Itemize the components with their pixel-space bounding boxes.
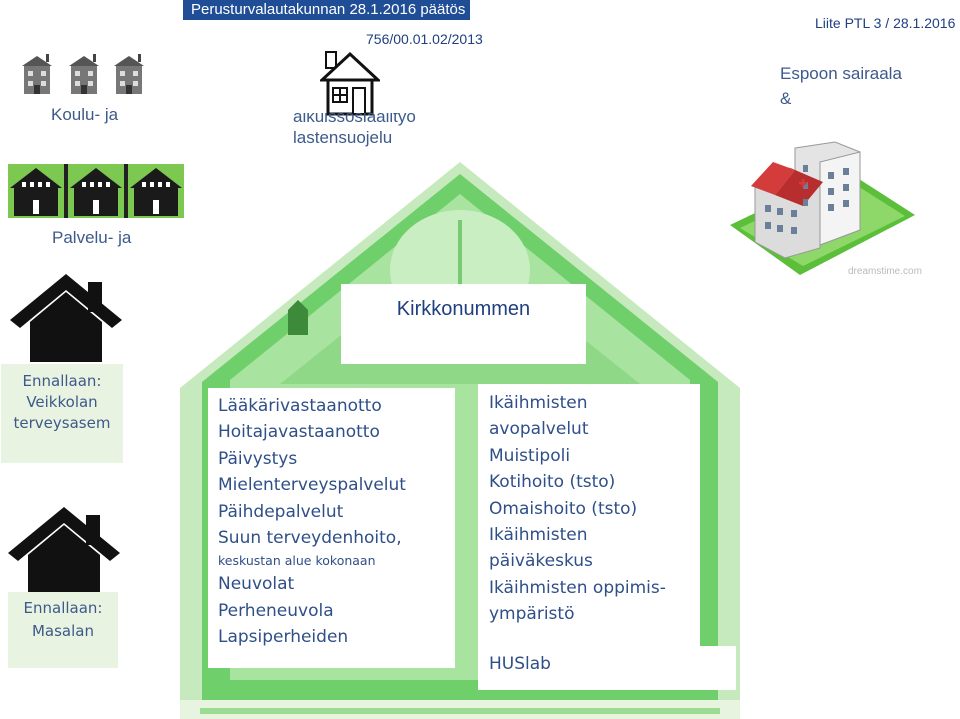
houses-row-icon — [8, 164, 184, 218]
right-service-list: Ikäihmisten avopalvelut Muistipoli Kotih… — [489, 390, 666, 628]
list-item: Mielenterveyspalvelut — [218, 475, 406, 496]
list-item: Päivystys — [218, 448, 298, 469]
veikkola-line-1: Ennallaan: — [22, 372, 102, 390]
school-icon — [114, 54, 144, 94]
left-service-list: Lääkärivastaanotto Hoitajavastaanotto Pä… — [218, 393, 406, 651]
list-item: Muistipoli — [489, 445, 571, 466]
list-item: Lapsiperheiden — [218, 627, 349, 648]
title-text: Kirkkonummen — [396, 298, 531, 320]
list-item: Ikäihmisten oppimis- — [489, 577, 666, 598]
huslab-label: HUSlab — [489, 654, 551, 674]
koulu-label: Koulu- ja — [51, 105, 119, 124]
veikkola-line-2: Veikkolan — [26, 393, 98, 411]
list-item: Hoitajavastaanotto — [218, 422, 380, 443]
list-item: Neuvolat — [218, 574, 295, 595]
header-bar: Perusturvalautakunnan 28.1.2016 päätös — [183, 0, 470, 20]
masala-line-2: Masalan — [31, 622, 94, 640]
title-box: Kirkkonummen — [341, 284, 586, 364]
list-item: Lääkärivastaanotto — [218, 396, 382, 416]
list-item: Päihdepalvelut — [218, 501, 344, 522]
right-content-box-bottom — [478, 646, 736, 690]
list-item: Omaishoito (tsto) — [489, 498, 638, 519]
list-item: Ikäihmisten — [489, 525, 588, 546]
list-item-note: keskustan alue kokonaan — [218, 553, 376, 569]
attachment-label: Liite PTL 3 / 28.1.2016 — [815, 15, 956, 31]
right-content-box — [478, 384, 700, 646]
list-item: avopalvelut — [489, 419, 589, 440]
list-item: Suun terveydenhoito, — [218, 528, 402, 549]
list-item: Kotihoito (tsto) — [489, 472, 616, 493]
ampersand-label: & — [780, 89, 792, 108]
list-item: Perheneuvola — [218, 600, 334, 621]
dreamstime-watermark: dreamstime.com — [848, 266, 922, 277]
house-outline-icon — [320, 51, 380, 116]
house-icon — [8, 507, 120, 595]
lastensuojelu-label: lastensuojelu — [293, 128, 393, 147]
list-item: päiväkeskus — [489, 551, 593, 572]
left-content-box — [208, 388, 455, 668]
veikkola-box: Ennallaan: Veikkolan terveysasem — [1, 364, 123, 463]
hospital-icon — [730, 141, 915, 275]
masala-box: Ennallaan: Masalan — [8, 592, 118, 668]
decision-text: Perusturvalautakunnan 28.1.2016 päätös — [191, 1, 466, 18]
list-item: ympäristö — [489, 604, 575, 625]
masala-line-1: Ennallaan: — [23, 599, 103, 617]
aikuissosiaalityo-label: aikuissosiaalityö — [293, 107, 416, 126]
school-icon — [69, 54, 99, 94]
school-icon — [22, 54, 52, 94]
veikkola-line-3: terveysasem — [13, 414, 111, 432]
palvelu-label: Palvelu- ja — [52, 228, 132, 247]
house-icon — [10, 274, 122, 362]
reference-number: 756/00.01.02/2013 — [366, 31, 483, 47]
list-item: Ikäihmisten — [489, 393, 588, 413]
espoo-label: Espoon sairaala — [780, 64, 902, 83]
